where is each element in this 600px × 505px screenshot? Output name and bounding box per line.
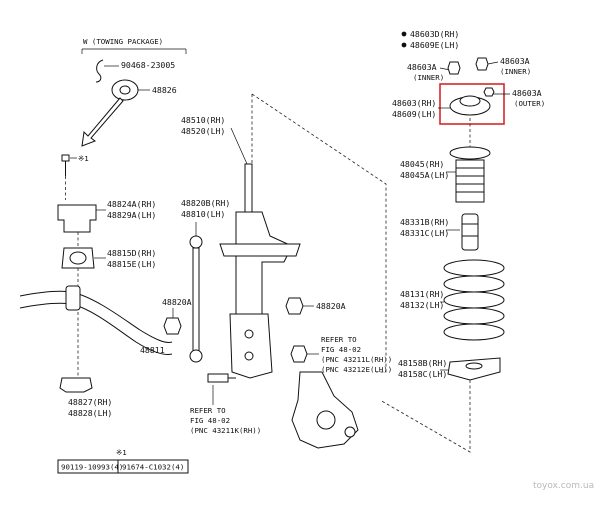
label-48603a-right-inner: 48603A [500, 56, 530, 66]
dash-seat-to-knuckle [379, 380, 471, 453]
label-48609: 48609(LH) [392, 109, 436, 119]
footer-note1: ※1 [116, 448, 127, 457]
strut-lower-bolt [207, 373, 229, 383]
label-48331b: 48331B(RH) [400, 217, 449, 227]
inner-nut-right [475, 57, 489, 71]
bolt-head [61, 154, 70, 162]
spring-coil-5 [443, 323, 505, 341]
dust-boot-part [455, 159, 485, 203]
knuckle-lower-hole [344, 426, 356, 438]
label-48815e: 48815E(LH) [107, 259, 156, 269]
spring-coil-4 [443, 307, 505, 325]
inner-nut-left [447, 61, 461, 75]
bump-stopper-part [461, 213, 479, 251]
lower-bracket-part [59, 377, 93, 393]
strut-knuckle-bracket [229, 313, 273, 379]
label-48815d: 48815D(RH) [107, 248, 156, 258]
label-inner1: (INNER) [413, 73, 444, 82]
label-48603: 48603(RH) [392, 98, 436, 108]
grommet-hole [119, 85, 131, 95]
label-48045a: 48045A(LH) [400, 170, 449, 180]
label-48603d: 48603D(RH) [410, 29, 459, 39]
nut-48820a-right-part [285, 297, 304, 315]
highlight-mount-box [439, 83, 505, 125]
leader-48510 [230, 127, 248, 165]
link-lower-ball [189, 349, 203, 363]
label-outer: (OUTER) [514, 99, 545, 108]
label-48827: 48827(RH) [68, 397, 112, 407]
install-arrow [81, 97, 124, 147]
label-48820b: 48820B(RH) [181, 198, 230, 208]
label-48131: 48131(RH) [400, 289, 444, 299]
label-48609e: 48609E(LH) [410, 40, 459, 50]
label-48510: 48510(RH) [181, 115, 225, 125]
knuckle-nut-part [290, 345, 308, 363]
hook-clip-part [95, 59, 104, 83]
strut-body-upper [235, 211, 293, 331]
leader-48603a-right-inner [487, 61, 499, 65]
link-upper-ball [189, 235, 203, 249]
label-48820a-left: 48820A [162, 297, 192, 307]
ref1-line3: (PNC 43211L(RH)) [321, 355, 392, 364]
stabilizer-bushing-part [61, 247, 95, 269]
strut-bolt-hole-lower [244, 351, 254, 361]
watermark: toyox.com.ua [533, 481, 594, 491]
label-inner2: (INNER) [500, 67, 531, 76]
label-48603a-inner: 48603A [407, 62, 437, 72]
bar-bushing-mark [65, 285, 81, 311]
label-48158c: 48158C(LH) [398, 369, 447, 379]
label-48826: 48826 [152, 85, 177, 95]
label-48045: 48045(RH) [400, 159, 444, 169]
label-48158b: 48158B(RH) [398, 358, 447, 368]
label-towing-package: W (TOWING PACKAGE) [83, 37, 163, 46]
dash-group-boundary-right [251, 93, 387, 373]
label-48132: 48132(LH) [400, 300, 444, 310]
label-48829a: 48829A(LH) [107, 210, 156, 220]
strut-bolt-hole-upper [244, 329, 254, 339]
stabilizer-bracket-part [57, 204, 97, 233]
spring-seat-lower [219, 243, 301, 257]
stabilizer-bar-top [19, 290, 173, 343]
strut-piston-rod [244, 163, 253, 213]
ref2-line3: (PNC 43211K(RH)) [190, 426, 261, 435]
bullet-rh-dot [401, 31, 407, 37]
footer-table [57, 459, 189, 474]
label-48603a-outer: 48603A [512, 88, 542, 98]
label-48331c: 48331C(LH) [400, 228, 449, 238]
label-48828: 48828(LH) [68, 408, 112, 418]
spring-seat-hole [465, 362, 483, 370]
outer-nut [483, 87, 495, 97]
stabilizer-bar-bottom [19, 302, 173, 355]
stabilizer-link-rod [192, 247, 200, 353]
ref1-line1: REFER TO [321, 335, 357, 344]
bushing-hole [69, 251, 87, 265]
ref2-line2: FIG 48-02 [190, 416, 230, 425]
nut-48820a-left-part [163, 317, 182, 335]
steering-knuckle-part [291, 371, 359, 449]
label-48820a-right: 48820A [316, 301, 346, 311]
footer-cell-1: 90119-10993(4) [61, 463, 123, 472]
label-90468: 90468-23005 [121, 60, 175, 70]
spring-coil-3 [443, 291, 505, 309]
ref1-line4: (PNC 43212E(LH)) [321, 365, 392, 374]
ref2-line1: REFER TO [190, 406, 226, 415]
boot-top-ring [449, 146, 491, 160]
bullet-lh-dot [401, 42, 407, 48]
label-48520: 48520(LH) [181, 126, 225, 136]
knuckle-hub-hole [316, 410, 336, 430]
spring-coil-2 [443, 275, 505, 293]
label-48810: 48810(LH) [181, 209, 225, 219]
label-48811: 48811 [140, 345, 165, 355]
grommet-part [111, 79, 139, 101]
label-48824a: 48824A(RH) [107, 199, 156, 209]
strut-mount-top [459, 95, 481, 107]
footer-cell-2: 91674-C1032(4) [122, 463, 184, 472]
label-note1: ※1 [78, 154, 89, 163]
ref1-line2: FIG 48-02 [321, 345, 361, 354]
spring-coil-1 [443, 259, 505, 277]
